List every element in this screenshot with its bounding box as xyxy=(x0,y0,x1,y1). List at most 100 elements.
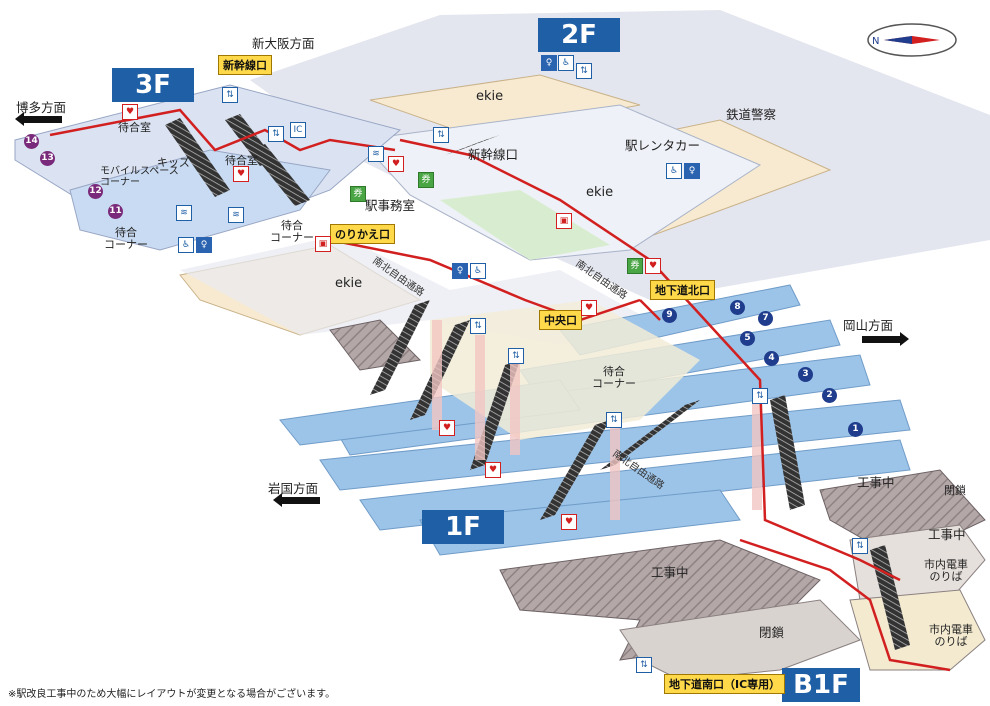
aed-icon: ♥ xyxy=(561,514,577,530)
stairs-3f-3 xyxy=(250,144,310,206)
direction-iwakuni: 岩国方面 xyxy=(268,481,319,496)
elevator-icon: ⇅ xyxy=(606,412,622,428)
construction-label: 工事中 xyxy=(651,565,689,580)
wifi-icon: ≋ xyxy=(228,207,244,223)
elevator-shaft-2 xyxy=(475,335,485,460)
aed-icon: ♥ xyxy=(122,104,138,120)
aed-icon: ♥ xyxy=(581,300,597,316)
aed-icon: ♥ xyxy=(485,462,501,478)
elevator-icon: ⇅ xyxy=(268,126,284,142)
direction-shin-osaka: 新大阪方面 xyxy=(252,36,315,51)
tram-platform-label: 市内電車 のりば xyxy=(929,623,973,649)
closed-label: 閉鎖 xyxy=(944,484,966,497)
kids-label: キッズ xyxy=(157,156,190,169)
central-gate-label: 中央口 xyxy=(539,310,582,330)
direction-hakata: 博多方面 xyxy=(16,100,67,115)
floor-3f-lower xyxy=(69,149,331,251)
track-3: 3 xyxy=(798,367,813,382)
elevator-shaft-5 xyxy=(752,400,762,510)
arrow-left-icon xyxy=(273,493,320,507)
accessible-icon: ♿ xyxy=(558,55,574,71)
track-13: 13 xyxy=(40,151,55,166)
ekie-label: ekie xyxy=(335,276,363,291)
svg-text:N: N xyxy=(872,36,879,47)
wifi-icon: ≋ xyxy=(368,146,384,162)
floor-badge-b1f: B1F xyxy=(782,668,860,702)
track-4: 4 xyxy=(764,351,779,366)
escalator-1f-east xyxy=(770,395,805,510)
elevator-icon: ⇅ xyxy=(508,348,524,364)
ticket-icon: 券 xyxy=(350,186,366,202)
elevator-shaft-3 xyxy=(510,350,520,455)
floor-2f-concourse xyxy=(358,104,762,261)
wifi-icon: ≋ xyxy=(176,205,192,221)
accessible-icon: ♿ xyxy=(666,163,682,179)
arrow-left-icon xyxy=(15,112,62,126)
restroom-icon: ♀ xyxy=(684,163,700,179)
waiting-room-label: 待合室 xyxy=(118,121,151,134)
stairs-3f-1 xyxy=(165,118,230,197)
compass-icon: N xyxy=(867,23,957,57)
floor-badge-2f: 2F xyxy=(538,18,620,52)
floor-2f-ekie-north xyxy=(369,74,641,136)
track-14: 14 xyxy=(24,134,39,149)
waiting-corner-label: 待合 コーナー xyxy=(104,226,148,252)
floor-2f-green-area xyxy=(440,190,610,260)
track-7: 7 xyxy=(758,311,773,326)
ekie-label: ekie xyxy=(476,89,504,104)
mobile-corner-label: モバイルスペース コーナー xyxy=(100,166,179,188)
track-5: 5 xyxy=(740,331,755,346)
ticket-icon: 券 xyxy=(627,258,643,274)
route-line-b1 xyxy=(739,538,951,672)
waiting-corner-label: 待合 コーナー xyxy=(270,219,314,245)
track-11: 11 xyxy=(108,204,123,219)
track-2: 2 xyxy=(822,388,837,403)
direction-okayama: 岡山方面 xyxy=(843,318,894,333)
ekie-label: ekie xyxy=(586,185,614,200)
ticket-icon: 券 xyxy=(418,172,434,188)
tram-platform-label: 市内電車 のりば xyxy=(924,558,968,584)
construction-label: 工事中 xyxy=(928,527,966,542)
route-line-2f-link xyxy=(639,299,661,321)
waiting-room-label: 待合室 xyxy=(225,154,258,167)
track-12: 12 xyxy=(88,184,103,199)
ic-card-icon: IC xyxy=(290,122,306,138)
accessible-icon: ♿ xyxy=(178,237,194,253)
b1-tram-area-south xyxy=(849,589,986,671)
elevator-shaft-4 xyxy=(610,420,620,520)
transfer-gate-label: のりかえ口 xyxy=(330,224,395,244)
elevator-icon: ⇅ xyxy=(222,87,238,103)
stairs-1f-1 xyxy=(540,420,610,520)
railway-police-label: 鉄道警察 xyxy=(726,107,777,122)
footnote: ※駅改良工事中のため大幅にレイアウトが変更となる場合がございます。 xyxy=(8,689,336,700)
aed-icon: ♥ xyxy=(439,420,455,436)
track-1: 1 xyxy=(848,422,863,437)
rental-car-label: 駅レンタカー xyxy=(625,138,701,153)
elevator-icon: ⇅ xyxy=(636,657,652,673)
elevator-icon: ⇅ xyxy=(433,127,449,143)
arrow-right-icon xyxy=(862,332,909,346)
underground-south-gate-label: 地下道南口（IC専用） xyxy=(664,674,786,694)
route-line-2f-west xyxy=(329,238,641,322)
floor-badge-1f: 1F xyxy=(422,510,504,544)
stairs-1f-2 xyxy=(600,400,700,470)
closed-label: 閉鎖 xyxy=(759,625,785,640)
elevator-icon: ⇅ xyxy=(576,63,592,79)
restroom-icon: ♀ xyxy=(196,237,212,253)
elevator-icon: ⇅ xyxy=(470,318,486,334)
route-line-2f xyxy=(399,138,901,582)
restroom-icon: ♀ xyxy=(452,263,468,279)
aed-icon: ♥ xyxy=(645,258,661,274)
station-office-label: 駅事務室 xyxy=(365,198,416,213)
accessible-icon: ♿ xyxy=(470,263,486,279)
atm-icon: ▣ xyxy=(556,213,572,229)
elevator-icon: ⇅ xyxy=(752,388,768,404)
waiting-corner-label: 待合 コーナー xyxy=(592,365,636,391)
construction-label: 工事中 xyxy=(857,475,895,490)
shinkansen-exit-label: 新幹線口 xyxy=(468,147,519,162)
aed-icon: ♥ xyxy=(388,156,404,172)
route-line-3f xyxy=(49,108,396,152)
stairs-2f-1 xyxy=(370,300,430,395)
shinkansen-gate-label: 新幹線口 xyxy=(218,55,272,75)
track-8: 8 xyxy=(730,300,745,315)
